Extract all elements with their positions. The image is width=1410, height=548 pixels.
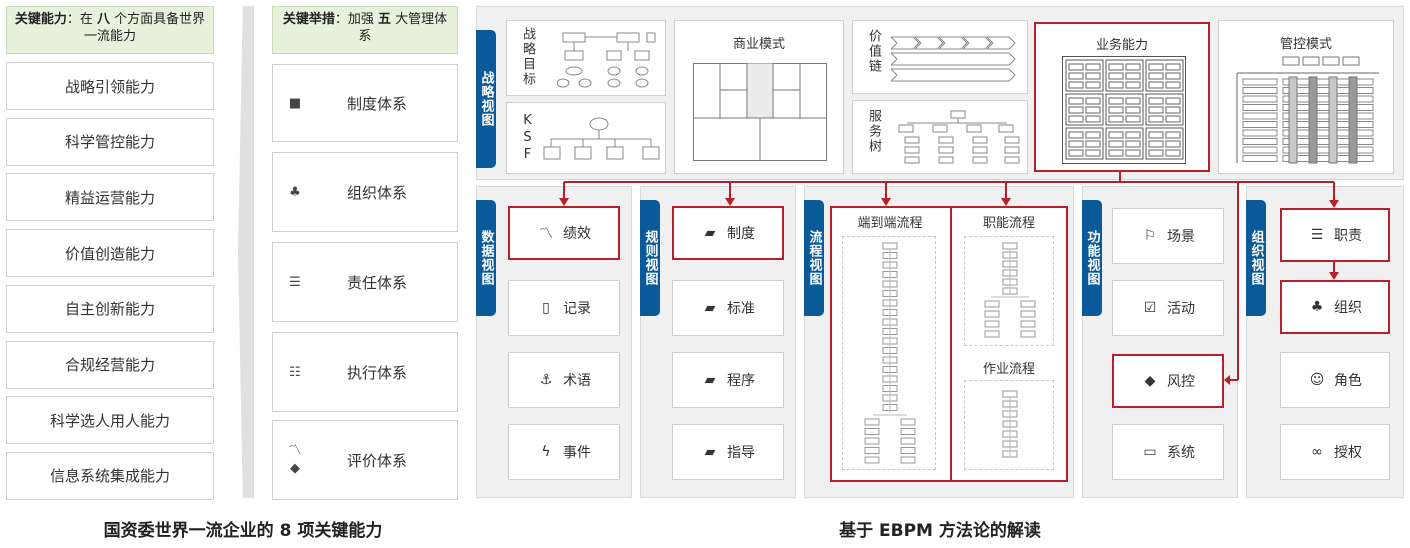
flag-icon: ⚐ bbox=[1143, 228, 1157, 244]
value-chain-diagram bbox=[891, 36, 1016, 82]
capability-item: 价值创造能力 bbox=[6, 229, 214, 278]
business-capability-card: 业务能力 bbox=[1034, 22, 1210, 172]
lightning-icon: ϟ bbox=[541, 444, 551, 460]
tag-icon: ◆ bbox=[1144, 373, 1156, 389]
chart-tag-icon: 〽◆ bbox=[288, 443, 302, 476]
list-icon: ☰ bbox=[1310, 227, 1324, 243]
functional-process-diagram bbox=[964, 236, 1054, 346]
system-item-regulation: ■制度体系 bbox=[272, 64, 458, 142]
control-mode-title: 管控模式 bbox=[1279, 37, 1332, 52]
role-button[interactable]: ☺角色 bbox=[1280, 352, 1390, 408]
duty-button[interactable]: ☰职责 bbox=[1280, 208, 1390, 262]
business-model-title: 商业模式 bbox=[732, 37, 785, 52]
org-view-tab: 组织视图 bbox=[1246, 200, 1266, 316]
capability-item: 科学管控能力 bbox=[6, 117, 214, 166]
strategy-view-tab: 战略视图 bbox=[476, 30, 496, 168]
steps-icon: ☷ bbox=[289, 364, 301, 380]
anchor-icon: ⚓ bbox=[539, 372, 553, 388]
business-capability-title: 业务能力 bbox=[1095, 38, 1148, 53]
document-icon: ▯ bbox=[542, 300, 550, 316]
system-item-organization: ♣组织体系 bbox=[272, 152, 458, 232]
authorization-button[interactable]: ∞授权 bbox=[1280, 424, 1390, 480]
value-chain-card: 价值链 bbox=[852, 20, 1028, 94]
functional-process-title: 职能流程 bbox=[982, 216, 1035, 231]
key-measure-header: 关键举措：加强 五 大管理体系 bbox=[272, 6, 458, 54]
ksf-card: KSF bbox=[506, 102, 666, 174]
list-icon: ☰ bbox=[289, 274, 301, 290]
terminology-button[interactable]: ⚓术语 bbox=[508, 352, 620, 408]
organization-button[interactable]: ♣组织 bbox=[1280, 280, 1390, 334]
performance-button[interactable]: 〽绩效 bbox=[508, 206, 620, 260]
org-chart-icon: ♣ bbox=[1310, 299, 1324, 315]
process-frame-divider bbox=[950, 208, 952, 480]
control-mode-card: 管控模式 bbox=[1218, 20, 1394, 174]
book-icon: ▰ bbox=[704, 225, 716, 241]
guidance-button[interactable]: ▰指导 bbox=[672, 424, 784, 480]
strategy-goal-label: 战略目标 bbox=[520, 27, 535, 87]
standard-button[interactable]: ▰标准 bbox=[672, 280, 784, 336]
service-tree-label: 服务树 bbox=[866, 109, 881, 154]
system-item-responsibility: ☰责任体系 bbox=[272, 242, 458, 322]
procedure-button[interactable]: ▰程序 bbox=[672, 352, 784, 408]
system-item-evaluation: 〽◆评价体系 bbox=[272, 420, 458, 500]
operation-process-diagram bbox=[964, 380, 1054, 470]
regulation-button[interactable]: ▰制度 bbox=[672, 206, 784, 260]
link-icon: ∞ bbox=[1311, 444, 1323, 460]
left-caption: 国资委世界一流企业的 8 项关键能力 bbox=[103, 521, 383, 541]
process-view-tab: 流程视图 bbox=[804, 200, 824, 316]
capability-item: 科学选人用人能力 bbox=[6, 396, 214, 445]
business-model-canvas bbox=[693, 63, 827, 161]
value-chain-label: 价值链 bbox=[866, 29, 881, 74]
scenario-button[interactable]: ⚐场景 bbox=[1112, 208, 1224, 264]
book-icon: ■ bbox=[288, 95, 302, 111]
service-tree-diagram bbox=[898, 110, 1020, 164]
e2e-process-diagram bbox=[842, 236, 936, 470]
capability-item: 自主创新能力 bbox=[6, 284, 214, 333]
book-icon: ▰ bbox=[704, 372, 716, 388]
capability-map-diagram bbox=[1062, 56, 1186, 164]
data-view-tab: 数据视图 bbox=[476, 200, 496, 316]
book-icon: ▰ bbox=[704, 300, 716, 316]
line-chart-icon: 〽 bbox=[539, 226, 553, 242]
ksf-label: KSF bbox=[520, 113, 535, 164]
ksf-tree-diagram bbox=[543, 117, 660, 160]
operation-process-title: 作业流程 bbox=[982, 362, 1035, 377]
function-view-tab: 功能视图 bbox=[1082, 200, 1102, 316]
column-divider bbox=[238, 6, 254, 498]
e2e-process-title: 端到端流程 bbox=[857, 216, 923, 231]
record-button[interactable]: ▯记录 bbox=[508, 280, 620, 336]
system-button[interactable]: ▭系统 bbox=[1112, 424, 1224, 480]
strategy-goal-card: 战略目标 bbox=[506, 20, 666, 96]
goal-tree-diagram bbox=[557, 32, 656, 88]
service-tree-card: 服务树 bbox=[852, 100, 1028, 174]
rule-view-tab: 规则视图 bbox=[640, 200, 660, 316]
control-matrix-diagram bbox=[1236, 56, 1379, 164]
system-item-execution: ☷执行体系 bbox=[272, 332, 458, 412]
risk-control-button[interactable]: ◆风控 bbox=[1112, 354, 1224, 408]
activity-button[interactable]: ☑活动 bbox=[1112, 280, 1224, 336]
capability-item: 信息系统集成能力 bbox=[6, 451, 214, 500]
capability-item: 合规经营能力 bbox=[6, 340, 214, 389]
key-capability-header: 关键能力：在 八 个方面具备世界一流能力 bbox=[6, 6, 214, 54]
right-caption: 基于 EBPM 方法论的解读 bbox=[839, 521, 1041, 541]
user-group-icon: ☺ bbox=[1309, 372, 1325, 388]
monitor-icon: ▭ bbox=[1143, 444, 1157, 460]
capability-item: 精益运营能力 bbox=[6, 173, 214, 222]
capability-item: 战略引领能力 bbox=[6, 62, 214, 110]
book-icon: ▰ bbox=[704, 444, 716, 460]
org-chart-icon: ♣ bbox=[289, 184, 301, 200]
checkbox-icon: ☑ bbox=[1143, 300, 1157, 316]
business-model-card: 商业模式 bbox=[674, 20, 844, 174]
